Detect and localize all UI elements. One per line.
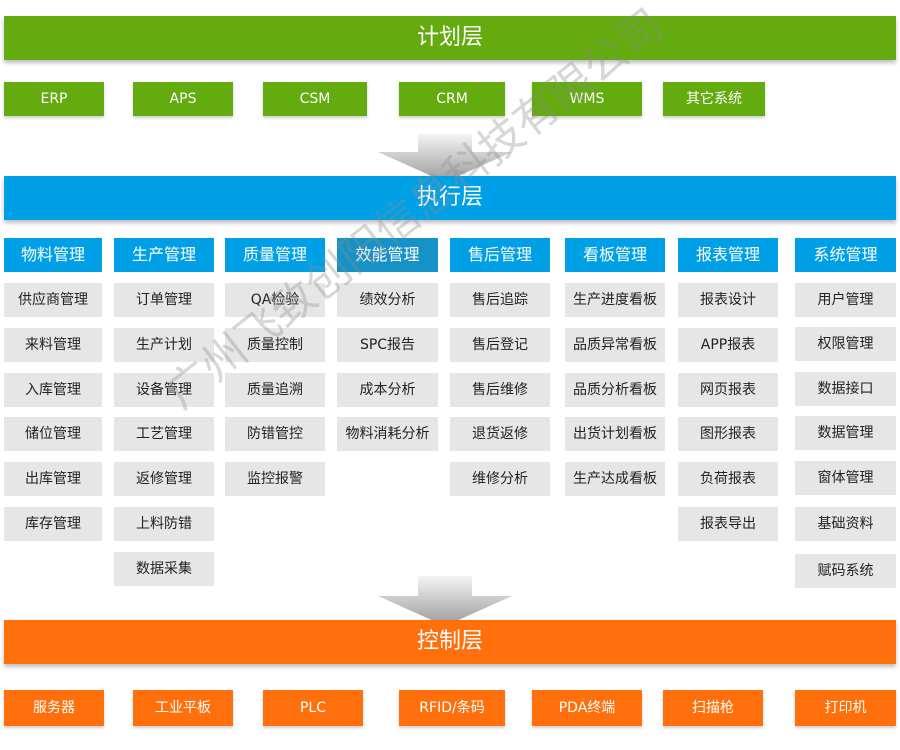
ctrl-device-pda[interactable]: PDA终端 xyxy=(532,690,642,726)
module-item[interactable]: 售后登记 xyxy=(450,328,550,362)
plan-system-crm[interactable]: CRM xyxy=(399,82,505,116)
module-item[interactable]: 退货返修 xyxy=(450,417,550,451)
module-item[interactable]: 来料管理 xyxy=(4,328,102,362)
module-item[interactable]: 供应商管理 xyxy=(4,283,102,317)
module-item[interactable]: 维修分析 xyxy=(450,462,550,496)
ctrl-device-tablet[interactable]: 工业平板 xyxy=(133,690,233,726)
module-item[interactable]: 成本分析 xyxy=(337,373,438,407)
module-item[interactable]: 品质分析看板 xyxy=(565,373,665,407)
plan-system-csm[interactable]: CSM xyxy=(263,82,367,116)
module-item[interactable]: 订单管理 xyxy=(114,283,214,317)
module-item[interactable]: 工艺管理 xyxy=(114,417,214,451)
module-material-header[interactable]: 物料管理 xyxy=(4,238,102,272)
module-kanban-header[interactable]: 看板管理 xyxy=(565,238,665,272)
module-efficiency-header[interactable]: 效能管理 xyxy=(337,238,438,272)
module-item[interactable]: 赋码系统 xyxy=(795,554,896,588)
plan-system-erp[interactable]: ERP xyxy=(4,82,104,116)
module-item[interactable]: 图形报表 xyxy=(678,417,778,451)
ctrl-layer-banner: 控制层 xyxy=(4,620,896,664)
module-item[interactable]: 入库管理 xyxy=(4,373,102,407)
module-item[interactable]: APP报表 xyxy=(678,328,778,362)
module-item[interactable]: 设备管理 xyxy=(114,373,214,407)
module-quality-header[interactable]: 质量管理 xyxy=(225,238,325,272)
module-aftersales-header[interactable]: 售后管理 xyxy=(450,238,550,272)
exec-layer-banner: 执行层 xyxy=(4,176,896,220)
module-item[interactable]: 质量追溯 xyxy=(225,373,325,407)
module-item[interactable]: 负荷报表 xyxy=(678,462,778,496)
module-item[interactable]: 数据接口 xyxy=(795,372,896,406)
plan-layer-banner: 计划层 xyxy=(4,16,896,60)
module-item[interactable]: 用户管理 xyxy=(795,283,896,317)
module-item[interactable]: 生产达成看板 xyxy=(565,462,665,496)
module-item[interactable]: 防错管控 xyxy=(225,417,325,451)
module-item[interactable]: 监控报警 xyxy=(225,462,325,496)
ctrl-device-printer[interactable]: 打印机 xyxy=(795,690,896,726)
module-item[interactable]: 储位管理 xyxy=(4,417,102,451)
module-item[interactable]: 返修管理 xyxy=(114,462,214,496)
down-arrow-icon xyxy=(378,134,512,182)
module-item[interactable]: 出库管理 xyxy=(4,462,102,496)
down-arrow-icon xyxy=(378,576,512,626)
module-item[interactable]: 生产计划 xyxy=(114,328,214,362)
module-item[interactable]: 库存管理 xyxy=(4,507,102,541)
module-item[interactable]: 出货计划看板 xyxy=(565,417,665,451)
ctrl-device-plc[interactable]: PLC xyxy=(263,690,363,726)
module-item[interactable]: 售后维修 xyxy=(450,373,550,407)
module-item[interactable]: 物料消耗分析 xyxy=(337,417,438,451)
module-system-header[interactable]: 系统管理 xyxy=(795,238,896,272)
module-item[interactable]: 网页报表 xyxy=(678,373,778,407)
module-item[interactable]: QA检验 xyxy=(225,283,325,317)
module-report-header[interactable]: 报表管理 xyxy=(678,238,778,272)
module-item[interactable]: 权限管理 xyxy=(795,327,896,361)
module-item[interactable]: SPC报告 xyxy=(337,328,438,362)
plan-system-other[interactable]: 其它系统 xyxy=(663,82,765,116)
ctrl-device-server[interactable]: 服务器 xyxy=(4,690,104,726)
module-item[interactable]: 质量控制 xyxy=(225,328,325,362)
module-item[interactable]: 窗体管理 xyxy=(795,461,896,495)
module-item[interactable]: 报表导出 xyxy=(678,507,778,541)
module-item[interactable]: 数据管理 xyxy=(795,416,896,450)
plan-system-wms[interactable]: WMS xyxy=(532,82,642,116)
module-item[interactable]: 生产进度看板 xyxy=(565,283,665,317)
module-item[interactable]: 上料防错 xyxy=(114,507,214,541)
module-item[interactable]: 品质异常看板 xyxy=(565,328,665,362)
module-item[interactable]: 基础资料 xyxy=(795,507,896,541)
module-item[interactable]: 绩效分析 xyxy=(337,283,438,317)
module-item[interactable]: 数据采集 xyxy=(114,552,214,586)
module-item[interactable]: 售后追踪 xyxy=(450,283,550,317)
ctrl-device-rfid[interactable]: RFID/条码 xyxy=(399,690,505,726)
plan-system-aps[interactable]: APS xyxy=(133,82,233,116)
ctrl-device-scanner[interactable]: 扫描枪 xyxy=(663,690,763,726)
module-item[interactable]: 报表设计 xyxy=(678,283,778,317)
module-production-header[interactable]: 生产管理 xyxy=(114,238,214,272)
